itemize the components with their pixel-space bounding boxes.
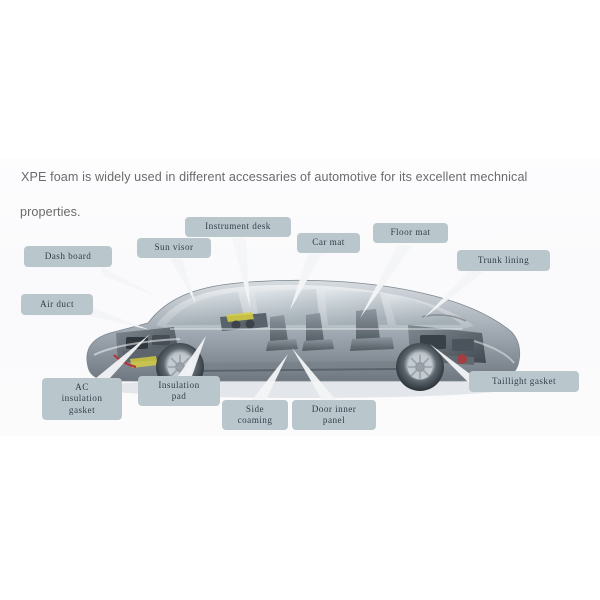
callout-label-text: Side coaming [227,404,283,427]
callout-trunk-lining[interactable]: Trunk lining [457,250,550,271]
callout-label-text: AC insulation gasket [47,382,117,416]
description-text: XPE foam is widely used in different acc… [0,160,600,222]
callout-label-text: Dash board [44,250,92,261]
callout-label-text: Taillight gasket [492,375,556,386]
callout-label-text: Sun visor [154,242,194,253]
callout-label-text: Air duct [40,298,74,309]
callout-label-text: Instrument desk [205,221,271,232]
description-line-1: XPE foam is widely used in different acc… [21,170,528,184]
callout-floor-mat[interactable]: Floor mat [373,223,448,243]
callout-label-text: Car mat [312,237,345,248]
callout-label-text: Insulation pad [143,380,215,403]
callout-taillight-gasket[interactable]: Taillight gasket [469,371,579,392]
callout-label-line: Door inner [311,403,357,414]
callout-instrument-desk[interactable]: Instrument desk [185,217,291,237]
callout-label-line: coaming [237,415,273,425]
callout-insulation-pad[interactable]: Insulation pad [138,376,220,406]
description-line-2: properties. [20,205,81,219]
callout-label-line: AC [75,381,89,392]
callout-label-text: Trunk lining [477,254,530,265]
callout-sun-visor[interactable]: Sun visor [137,238,211,258]
callout-label-line: gasket [68,404,96,415]
callout-label-line: Insulation [158,379,200,390]
callout-label-text: Floor mat [390,227,431,238]
callout-air-duct[interactable]: Air duct [21,294,93,315]
callout-car-mat[interactable]: Car mat [297,233,360,253]
callout-label-line: panel [322,415,346,425]
callout-label-text: Door inner panel [297,404,371,427]
callout-side-coaming[interactable]: Side coaming [222,400,288,430]
callout-door-inner-panel[interactable]: Door inner panel [292,400,376,430]
callout-label-line: insulation [61,393,103,404]
callout-label-line: Side [245,403,265,414]
callout-label-line: pad [171,391,187,401]
callout-ac-insulation-gasket[interactable]: AC insulation gasket [42,378,122,420]
callout-dash-board[interactable]: Dash board [24,246,112,267]
